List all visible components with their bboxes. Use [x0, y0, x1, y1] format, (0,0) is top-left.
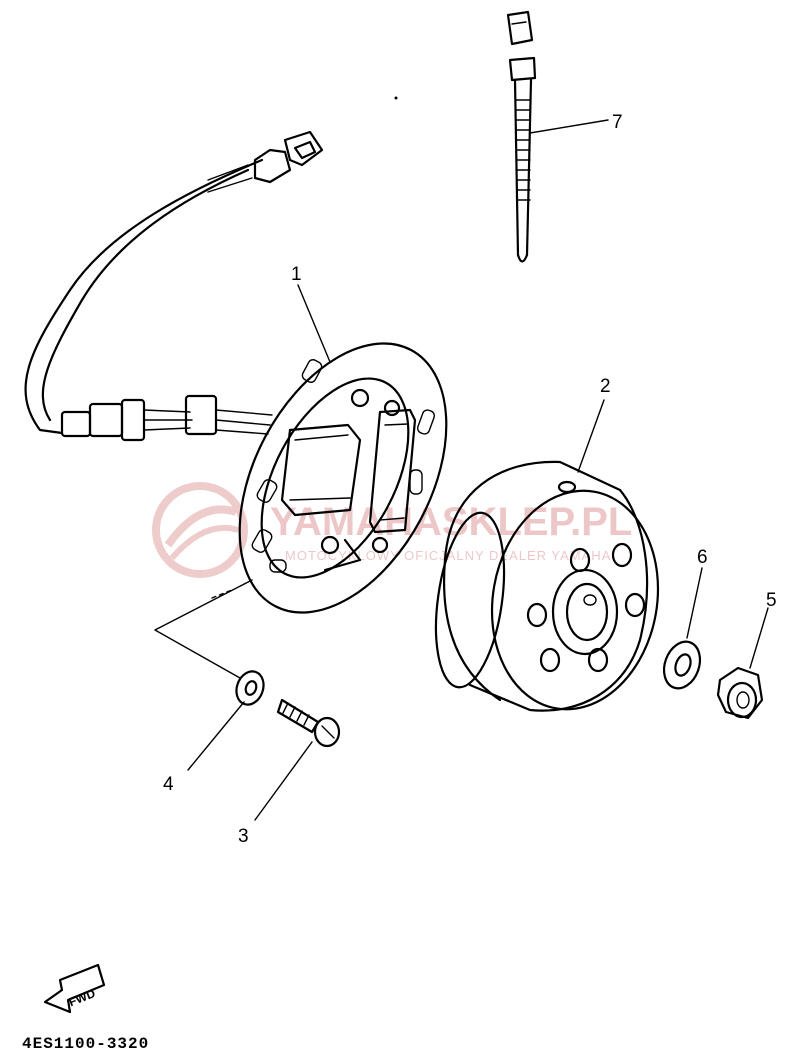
cable-tie-part	[506, 10, 537, 263]
washer-part-4	[235, 670, 265, 706]
screw-part	[276, 698, 341, 748]
watermark-logo	[152, 482, 248, 578]
diagram-code: 4ES1100-3320	[22, 1035, 149, 1053]
washer-part-6	[662, 640, 702, 690]
rotor-flywheel	[434, 460, 660, 712]
callout-4: 4	[163, 774, 174, 795]
speck	[394, 96, 398, 100]
callout-7: 7	[612, 112, 623, 133]
nut-part	[716, 666, 764, 720]
callout-2: 2	[600, 376, 611, 397]
callout-5: 5	[766, 590, 777, 611]
leader-lines	[154, 119, 769, 821]
wire-harness	[24, 130, 324, 442]
fwd-arrow: FWD	[43, 963, 106, 1014]
watermark-brand: YAMAHASKLEP.PL	[270, 500, 632, 544]
callout-1: 1	[291, 264, 302, 285]
callout-3: 3	[238, 826, 249, 847]
fwd-arrow-label: FWD	[67, 986, 98, 1009]
top-connector	[253, 130, 324, 184]
lower-connector	[60, 394, 273, 442]
stator-assembly	[238, 342, 448, 614]
callout-6: 6	[697, 547, 708, 568]
